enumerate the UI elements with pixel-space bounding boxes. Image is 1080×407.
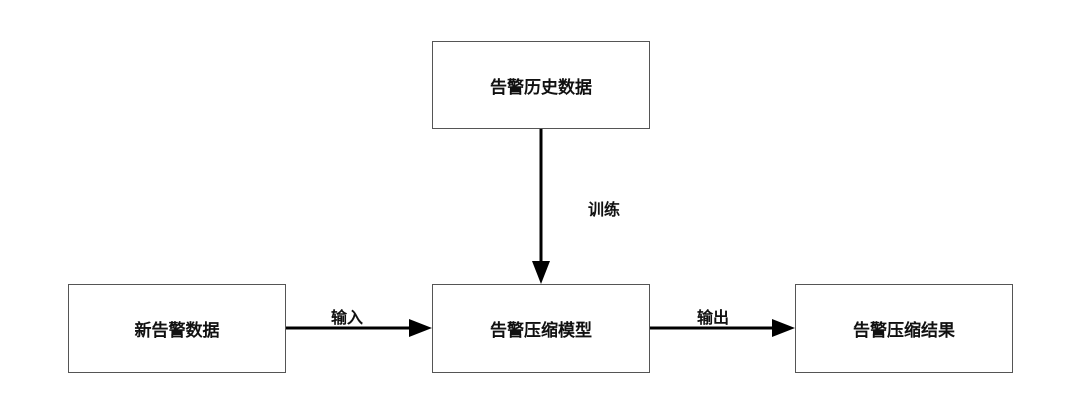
node-alarm-compression-model: 告警压缩模型: [432, 284, 650, 373]
node-alarm-history-label: 告警历史数据: [490, 77, 592, 98]
arrow-output-head: [772, 319, 795, 337]
node-result-label: 告警压缩结果: [853, 321, 955, 341]
arrow-train-head: [532, 261, 550, 284]
edge-label-train: 训练: [588, 200, 621, 219]
edge-label-input: 输入: [331, 308, 364, 327]
node-new-alarm-label: 新告警数据: [134, 321, 220, 341]
edge-label-output: 输出: [697, 308, 730, 327]
node-alarm-history-data: 告警历史数据: [432, 41, 650, 129]
node-model-label: 告警压缩模型: [490, 321, 592, 341]
arrow-input-head: [409, 319, 432, 337]
node-alarm-compression-result: 告警压缩结果: [795, 284, 1013, 373]
node-new-alarm-data: 新告警数据: [68, 284, 286, 373]
